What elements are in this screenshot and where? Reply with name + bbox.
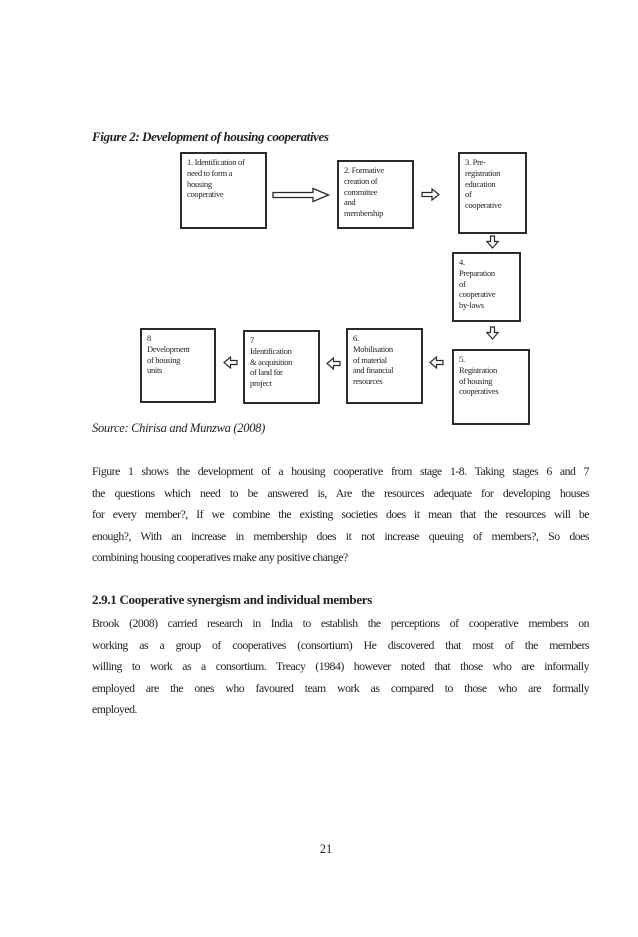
paragraph-line: Brook (2008) carried research in India t… (92, 616, 589, 630)
section-heading: 2.9.1 Cooperative synergism and individu… (92, 592, 373, 607)
left-arrow-icon (429, 356, 444, 369)
flow-box-step-3: 3. Pre- registration education of cooper… (458, 152, 527, 234)
paragraph-line: the questions which need to be answered … (92, 485, 589, 500)
flow-box-step-1: 1. Identification of need to form a hous… (180, 152, 267, 229)
figure-caption: Figure 2: Development of housing coopera… (92, 129, 329, 144)
down-arrow-icon (486, 326, 499, 340)
paragraph-line: willing to work as a consortium. Treacy … (92, 659, 589, 674)
right-arrow-icon (272, 187, 330, 203)
flow-box-step-5: 5. Registration of housing cooperatives (452, 349, 530, 425)
down-arrow-icon (486, 235, 499, 249)
body-paragraph-1: Figure 1 shows the development of a hous… (92, 461, 589, 569)
figure-source-citation: Source: Chirisa and Munzwa (2008) (92, 421, 265, 435)
flow-box-step-4: 4. Preparation of cooperative by-laws (452, 252, 521, 322)
paragraph-line: for every member?, If we combine the exi… (92, 507, 589, 522)
flow-box-step-2: 2. Formative creation of committee and m… (337, 160, 414, 229)
body-paragraph-2: Brook (2008) carried research in India t… (92, 613, 589, 721)
paragraph-line: Figure 1 shows the development of a hous… (92, 464, 589, 478)
paragraph-line: enough?, With an increase in membership … (92, 528, 589, 543)
left-arrow-icon (223, 356, 238, 369)
flow-box-step-6: 6. Mobilisation of material and financia… (346, 328, 423, 404)
page-number: 21 (319, 842, 333, 856)
left-arrow-icon (326, 357, 341, 370)
paragraph-line: employed. (92, 702, 137, 717)
right-arrow-icon (421, 188, 440, 201)
paragraph-line: combining housing cooperatives make any … (92, 550, 348, 565)
flow-box-step-7: 7 Identification & acquisition of land f… (243, 330, 320, 404)
paragraph-line: employed are the ones who favoured team … (92, 680, 589, 695)
flow-box-step-8: 8 Development of housing units (140, 328, 216, 403)
paragraph-line: working as a group of cooperatives (cons… (92, 637, 589, 652)
